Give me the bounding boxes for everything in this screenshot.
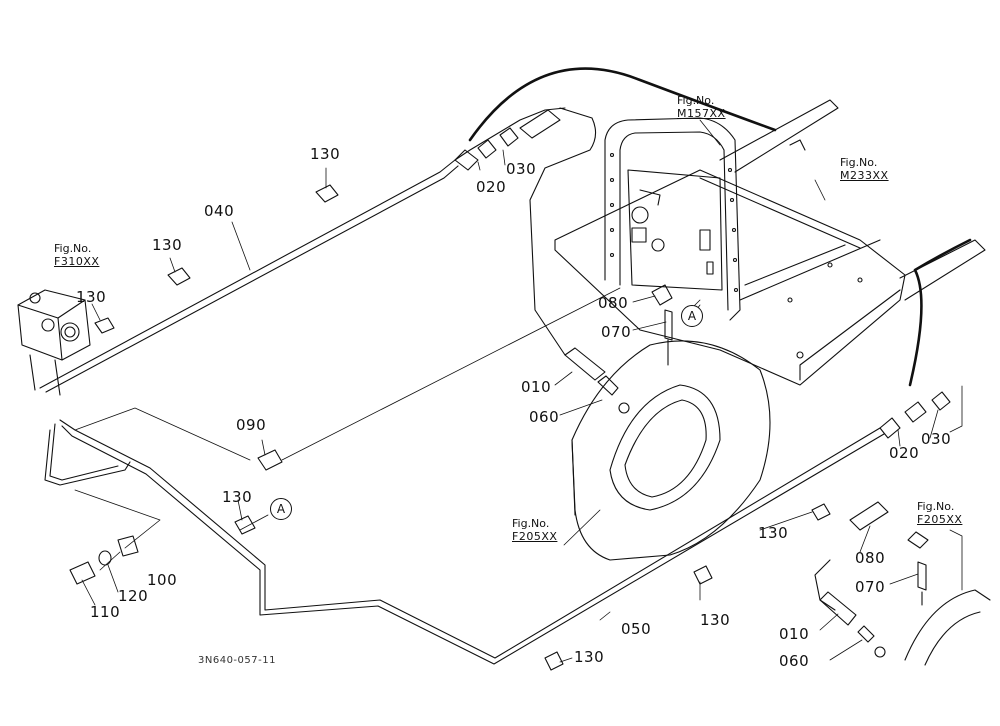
circle-ref-a-upper: A [681,305,703,327]
label-part-060-center: 060 [529,408,560,426]
fig-ref-f310: Fig.No. F310XX [54,242,100,268]
bolt-110-washer-120 [69,550,112,585]
label-part-130-lower-mid: 130 [700,611,731,629]
label-part-070-center: 070 [601,323,632,341]
valve-block [17,289,91,396]
wheel-fender [571,340,771,561]
fig-code-m233: M233XX [840,169,889,182]
fig-code-f310: F310XX [54,255,100,268]
label-part-130-right: 130 [758,524,789,542]
fig-ref-f205-right: Fig.No. F205XX [917,500,963,526]
label-part-020-right: 020 [889,444,920,462]
fitting-center [564,284,673,414]
fig-code-f205-right: F205XX [917,513,963,526]
label-part-040: 040 [204,202,235,220]
fitting-020-030-top [454,107,597,356]
label-part-080-right: 080 [855,549,886,567]
label-part-070-right: 070 [855,578,886,596]
label-part-130-valve: 130 [76,288,107,306]
drawing-code: 3N640-057-11 [198,655,276,666]
fig-code-f205-center: F205XX [512,530,558,543]
label-part-010-center: 010 [521,378,552,396]
label-part-130-mid-left: 130 [152,236,183,254]
label-part-110: 110 [90,603,121,621]
label-part-130-bottom: 130 [574,648,605,666]
label-part-120: 120 [118,587,149,605]
label-part-050: 050 [621,620,652,638]
leader-lines [81,119,939,663]
reference-lines [74,287,963,591]
hose-right [908,238,972,387]
label-part-010-right: 010 [779,625,810,643]
control-panel [604,117,741,321]
fig-ref-m233: Fig.No. M233XX [840,156,889,182]
label-part-130-ref-a: 130 [222,488,253,506]
hose-upper [468,67,777,142]
right-wheel [904,589,991,666]
label-part-020-top: 020 [476,178,507,196]
circle-ref-a-lower: A [270,498,292,520]
label-part-060-right: 060 [779,652,810,670]
pipe-040 [39,107,566,393]
label-part-030-right: 030 [921,430,952,448]
label-part-080-center: 080 [598,294,629,312]
label-part-090: 090 [236,416,267,434]
label-part-100: 100 [147,571,178,589]
fig-ref-m157: Fig.No. M157XX [677,94,726,120]
label-part-030-top: 030 [506,160,537,178]
label-part-130-top: 130 [310,145,341,163]
fitting-right [814,391,951,658]
pipe-050 [44,419,885,665]
fig-ref-f205-center: Fig.No. F205XX [512,517,558,543]
fig-code-m157: M157XX [677,107,726,120]
